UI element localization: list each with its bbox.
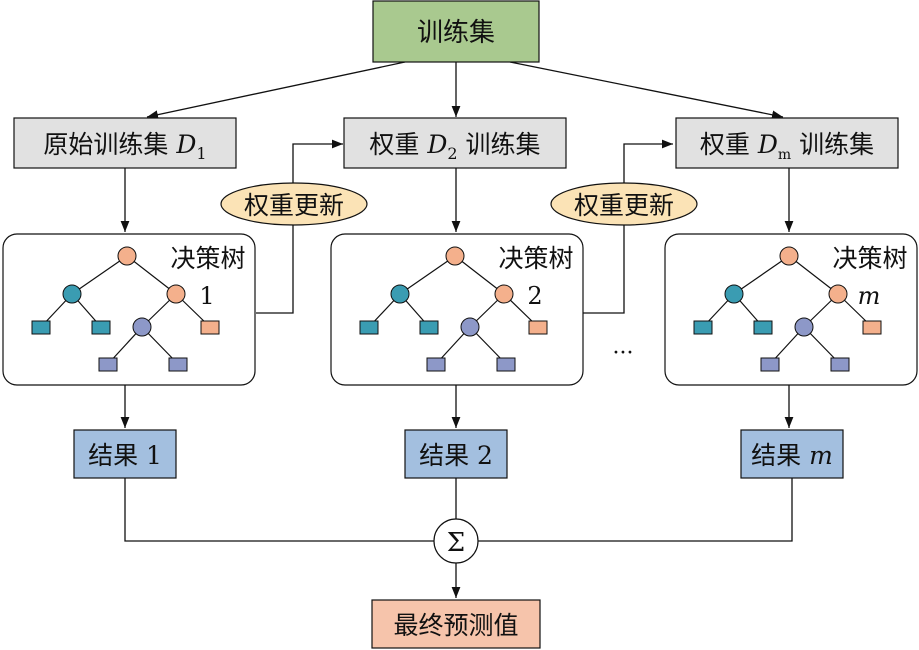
set-box-1: 原始训练集 D1	[13, 117, 237, 169]
result-box-1: 结果 1	[73, 429, 177, 479]
result-box-m: 结果 m	[740, 429, 844, 479]
tree-index: m	[858, 282, 881, 310]
root-node	[117, 246, 137, 266]
result-box-2: 结果 2	[404, 429, 508, 479]
set-box-m-label: 权重 Dm 训练集	[700, 130, 874, 163]
leaf-node	[168, 357, 188, 372]
result-box-2-label: 结果 2	[419, 441, 493, 470]
sum-symbol: Σ	[447, 528, 465, 558]
tree-frame	[664, 233, 918, 386]
ellipsis: ···	[613, 341, 634, 366]
leaf-node	[426, 357, 446, 372]
result-box-m-label: 结果 m	[751, 441, 833, 470]
tree-frame	[330, 233, 584, 386]
leaf-node	[760, 357, 780, 372]
internal-node-left	[724, 284, 744, 304]
set-box-m: 权重 Dm 训练集	[675, 117, 899, 169]
weight-update-1: 权重更新	[220, 182, 368, 226]
line-result-1-to-sum	[124, 478, 434, 542]
tree-title: 决策树	[170, 244, 245, 273]
tree-title: 决策树	[498, 244, 573, 273]
internal-node-right	[166, 284, 186, 304]
arrow-top-to-set-1	[146, 61, 406, 120]
internal-node-right	[828, 284, 848, 304]
set-box-2-label: 权重 D2 训练集	[369, 130, 540, 163]
arrow-top-to-set-m	[509, 61, 784, 120]
arrow-tree-1-to-set-2	[256, 139, 343, 314]
weight-update-1-label: 权重更新	[244, 191, 344, 220]
set-box-1-label: 原始训练集 D1	[43, 130, 206, 163]
result-box-1-label: 结果 1	[88, 441, 162, 470]
internal-node-lower	[132, 317, 152, 337]
weight-update-2: 权重更新	[550, 182, 698, 226]
leaf-node	[693, 320, 713, 335]
internal-node-lower	[460, 317, 480, 337]
leaf-node	[31, 320, 51, 335]
weight-update-2-label: 权重更新	[574, 191, 674, 220]
final-prediction-label: 最终预测值	[393, 611, 518, 640]
decision-tree-m: 决策树 m	[664, 233, 918, 386]
root-node	[445, 246, 465, 266]
set-box-2: 权重 D2 训练集	[343, 117, 567, 169]
training-set-node: 训练集	[372, 0, 540, 63]
final-prediction-node: 最终预测值	[371, 599, 541, 649]
leaf-node	[753, 320, 773, 335]
decision-tree-1: 决策树 1	[2, 233, 256, 386]
leaf-node	[98, 357, 118, 372]
tree-index: 1	[199, 282, 214, 310]
training-set-label: 训练集	[417, 18, 495, 48]
root-node	[779, 246, 799, 266]
line-result-m-to-sum	[478, 478, 793, 542]
arrow-tree-2-to-set-m	[580, 139, 673, 314]
decision-tree-2: 决策树 2	[330, 233, 584, 386]
internal-node-right	[494, 284, 514, 304]
tree-title: 决策树	[832, 244, 907, 273]
leaf-node	[862, 320, 882, 335]
leaf-node	[91, 320, 111, 335]
leaf-node	[496, 357, 516, 372]
leaf-node	[528, 320, 548, 335]
tree-frame	[2, 233, 256, 386]
leaf-node	[419, 320, 439, 335]
tree-index: 2	[527, 282, 542, 310]
internal-node-lower	[794, 317, 814, 337]
internal-node-left	[390, 284, 410, 304]
leaf-node	[359, 320, 379, 335]
connectors	[120, 61, 794, 598]
sum-node: Σ	[433, 518, 479, 564]
leaf-node	[200, 320, 220, 335]
internal-node-left	[62, 284, 82, 304]
leaf-node	[830, 357, 850, 372]
